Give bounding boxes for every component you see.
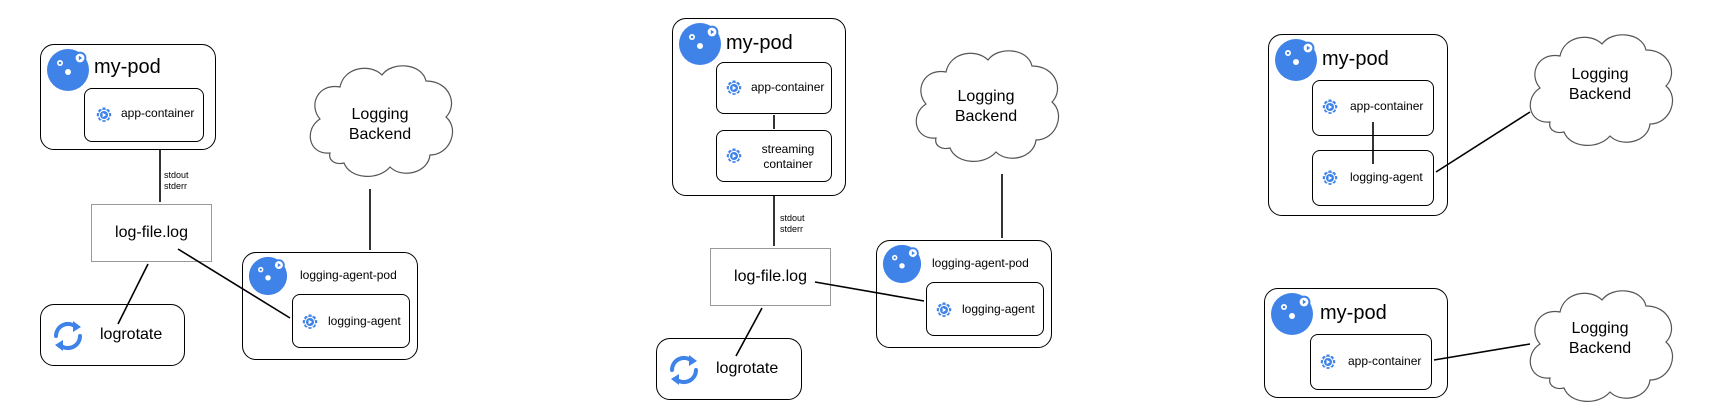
- d1-agent-pod-title: logging-agent-pod: [300, 268, 397, 282]
- d3-agent-backend-arrow: [1435, 111, 1531, 173]
- d1-stderr-label: stderr: [164, 181, 188, 191]
- d1-logrotate-box: [40, 304, 185, 366]
- d1-log-file-box: [91, 204, 212, 262]
- d3-backend-label-1: Logging: [1571, 66, 1629, 83]
- d2-app-container-label: app-container: [751, 80, 825, 94]
- d2-stdout-label: stdout: [780, 213, 805, 223]
- d1-logrotate-label: logrotate: [100, 326, 163, 343]
- d2-stderr-label: stderr: [780, 224, 804, 234]
- d1-pod-title: my-pod: [94, 56, 161, 78]
- d1-agent-pod-icon: [248, 256, 288, 296]
- d2-agent-pod-title: logging-agent-pod: [932, 256, 1029, 270]
- d2-backend-cloud: [915, 50, 1060, 162]
- d1-backend-label-2: Backend: [348, 126, 412, 143]
- d3-backend-cloud: [1529, 34, 1674, 146]
- d2-backend-label-1: Logging: [957, 88, 1015, 105]
- d2-agent-label: logging-agent: [962, 302, 1035, 316]
- d2-logrotate-label: logrotate: [716, 360, 779, 377]
- d2-agent-pod-icon: [882, 244, 922, 284]
- d2-backend-label-2: Backend: [954, 108, 1018, 125]
- d1-backend-cloud: [309, 65, 454, 177]
- d2-logrotate-to-log-arrow: [735, 307, 763, 357]
- d2-pod-title: my-pod: [726, 32, 793, 54]
- d1-pod-icon: [47, 49, 89, 91]
- d3-pod-title: my-pod: [1322, 48, 1389, 70]
- d4-pod-title: my-pod: [1320, 302, 1387, 324]
- d3-backend-label-2: Backend: [1568, 86, 1632, 103]
- d1-logrotate-icon: [53, 321, 83, 351]
- d2-streaming-label-2: container: [763, 157, 813, 171]
- d1-stdout-label: stdout: [164, 170, 189, 180]
- d3-agent-label: logging-agent: [1350, 170, 1423, 184]
- d2-streaming-label-1: streaming: [761, 142, 815, 156]
- d2-logrotate-icon: [669, 355, 699, 385]
- d4-backend-cloud: [1529, 290, 1674, 402]
- d1-agent-label: logging-agent: [328, 314, 401, 328]
- d1-app-container-label: app-container: [121, 106, 195, 120]
- d1-log-file-label: log-file.log: [115, 224, 188, 241]
- d3-app-container-label: app-container: [1350, 99, 1424, 113]
- d4-pod-icon: [1271, 293, 1313, 335]
- d4-app-backend-arrow: [1432, 340, 1532, 364]
- d4-backend-label-1: Logging: [1571, 320, 1629, 337]
- d2-log-file-box: [710, 248, 831, 306]
- d4-app-container-label: app-container: [1348, 354, 1422, 368]
- d3-pod-icon: [1275, 39, 1317, 81]
- d2-logrotate-box: [656, 338, 802, 400]
- d1-backend-label-1: Logging: [351, 106, 409, 123]
- d2-log-file-label: log-file.log: [734, 268, 807, 285]
- d2-agent-to-log-arrow: [813, 278, 925, 302]
- d1-logrotate-to-log-arrow: [117, 262, 149, 325]
- d4-backend-label-2: Backend: [1568, 340, 1632, 357]
- d1-agent-to-log-arrow: [177, 248, 291, 319]
- d2-pod-icon: [679, 23, 721, 65]
